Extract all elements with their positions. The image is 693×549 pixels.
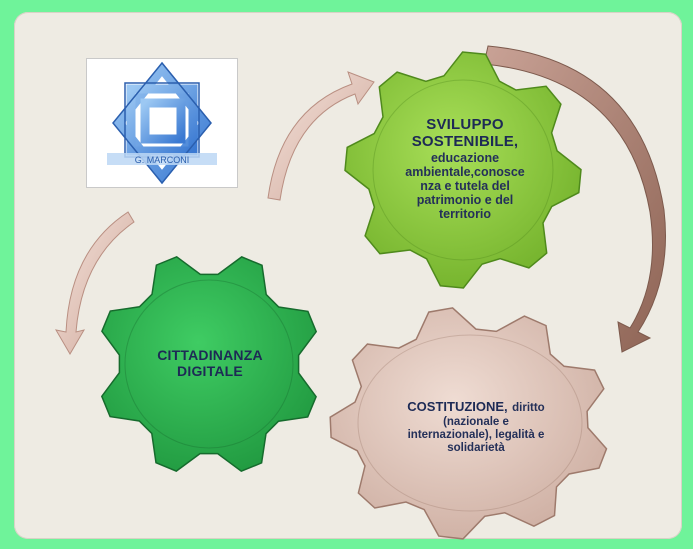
gear-cittadinanza-inner-ring: [124, 279, 294, 449]
costituzione-subtitle-first: diritto: [512, 402, 545, 414]
cittadinanza-title-line2: DIGITALE: [177, 362, 243, 379]
gear-cittadinanza-label: CITTADINANZA DIGITALE: [130, 347, 290, 379]
school-logo: G. MARCONI: [86, 58, 238, 188]
gear-cittadinanza-digitale: [100, 255, 318, 473]
sviluppo-subtitle-line2: ambientale,conosce: [405, 164, 525, 179]
gear-sviluppo-inner-ring: [372, 79, 554, 261]
cycle-arrow-top: [267, 71, 375, 201]
school-logo-icon: G. MARCONI: [107, 61, 217, 185]
sviluppo-title-line2: SOSTENIBILE,: [411, 132, 519, 150]
logo-text: G. MARCONI: [135, 155, 190, 165]
sviluppo-title-line1: SVILUPPO: [426, 116, 504, 133]
costituzione-title: COSTITUZIONE,: [407, 399, 508, 414]
cycle-arrow-left: [55, 211, 135, 355]
sviluppo-subtitle-line4: patrimonio e del: [416, 192, 514, 207]
gear-costituzione-inner-ring: [357, 334, 583, 512]
gear-costituzione-label: COSTITUZIONE, diritto (nazionale e inter…: [378, 398, 574, 455]
costituzione-subtitle-line2: internazionale), legalità e: [407, 428, 545, 441]
sviluppo-subtitle-line3: nza e tutela del: [420, 178, 510, 193]
cycle-arrow-right: [483, 45, 666, 353]
sviluppo-subtitle-line1: educazione: [430, 150, 500, 165]
gear-costituzione-shape: [329, 307, 608, 540]
gear-sviluppo-shape: [344, 51, 582, 289]
costituzione-subtitle-line3: solidarietà: [447, 441, 505, 454]
gear-cittadinanza-shape: [100, 255, 318, 473]
gear-sviluppo-label: SVILUPPO SOSTENIBILE, educazione ambient…: [372, 116, 558, 221]
sviluppo-subtitle-line5: territorio: [438, 206, 492, 221]
gear-sviluppo-sostenibile: [344, 51, 582, 289]
gear-costituzione: [329, 307, 608, 540]
costituzione-subtitle-line1: (nazionale e: [443, 415, 509, 428]
cittadinanza-title-line1: CITTADINANZA: [157, 347, 263, 363]
